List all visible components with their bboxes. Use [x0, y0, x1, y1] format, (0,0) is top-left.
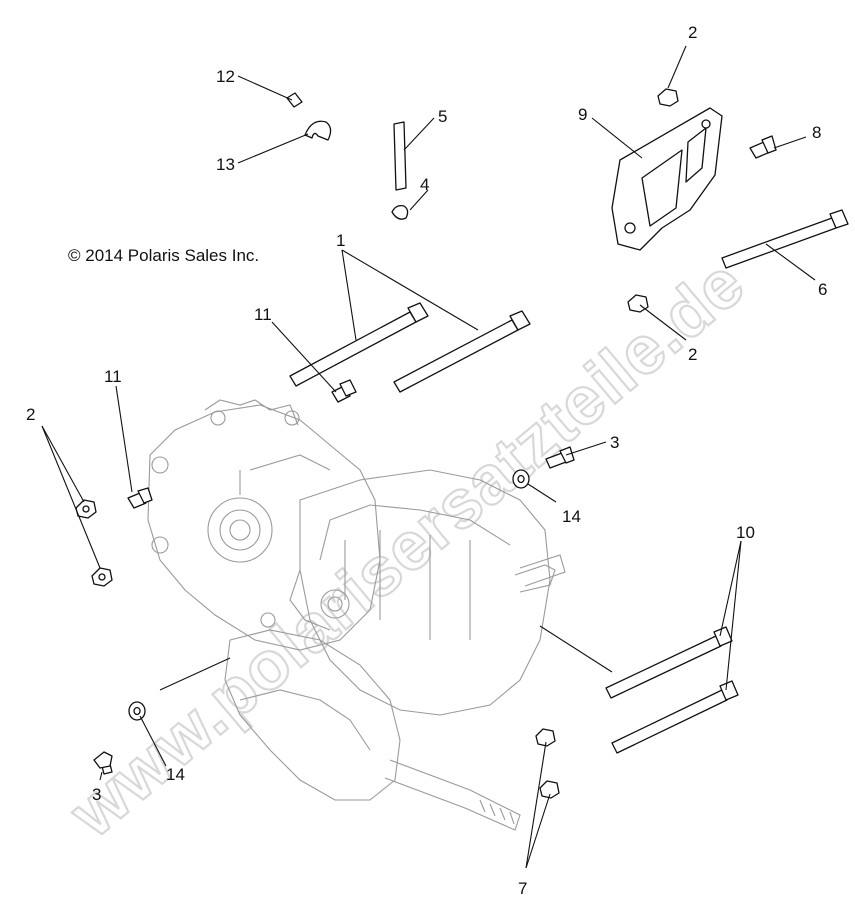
bolt-3b [93, 751, 113, 775]
callout-14-right: 14 [562, 507, 581, 526]
callout-3-right: 3 [610, 433, 619, 452]
bolt-long-10a [605, 626, 733, 699]
pin-5 [393, 121, 407, 191]
callout-1: 1 [336, 231, 345, 250]
callout-11-left: 11 [104, 367, 122, 386]
bolt-short-11a [331, 379, 357, 403]
bolt-long-6 [721, 209, 849, 269]
callout-7: 7 [518, 879, 527, 898]
callout-9: 9 [578, 105, 587, 124]
clip-4 [391, 204, 409, 220]
callout-numbers: 1 2 2 2 3 3 4 5 6 7 8 9 10 11 11 12 13 1… [26, 23, 827, 898]
callout-11-top: 11 [254, 305, 272, 324]
leader-lines [41, 45, 816, 869]
nut-2b [91, 567, 113, 587]
callout-13: 13 [216, 155, 235, 174]
watermark-text: www.polarisersatzteile.de [55, 244, 759, 852]
callout-2-top: 2 [688, 23, 697, 42]
callout-12: 12 [216, 67, 235, 86]
nut-2a [75, 499, 97, 519]
washer-14b [128, 701, 146, 721]
callout-10: 10 [736, 523, 755, 542]
bolt-12 [286, 92, 303, 108]
washer-14a [512, 469, 530, 489]
nut-2c [657, 88, 679, 107]
bolt-long-1b [393, 310, 531, 393]
bolt-long-10b [611, 680, 739, 754]
bolt-long-1a [289, 302, 429, 387]
bolt-8 [749, 135, 777, 159]
callout-4: 4 [420, 175, 429, 194]
nut-7a [535, 728, 556, 747]
callout-5: 5 [438, 107, 447, 126]
transmission-assembly [147, 399, 566, 831]
callout-14-left: 14 [166, 765, 185, 784]
clamp-13 [304, 120, 332, 141]
callout-6: 6 [818, 280, 827, 299]
copyright-text: © 2014 Polaris Sales Inc. [68, 246, 259, 265]
callout-2-right: 2 [688, 345, 697, 364]
nut-7b [539, 780, 560, 799]
callout-3-left: 3 [92, 785, 101, 804]
bracket-9 [611, 107, 723, 251]
callout-8: 8 [812, 123, 821, 142]
bolt-short-11b [127, 487, 153, 509]
callout-2-left: 2 [26, 405, 35, 424]
